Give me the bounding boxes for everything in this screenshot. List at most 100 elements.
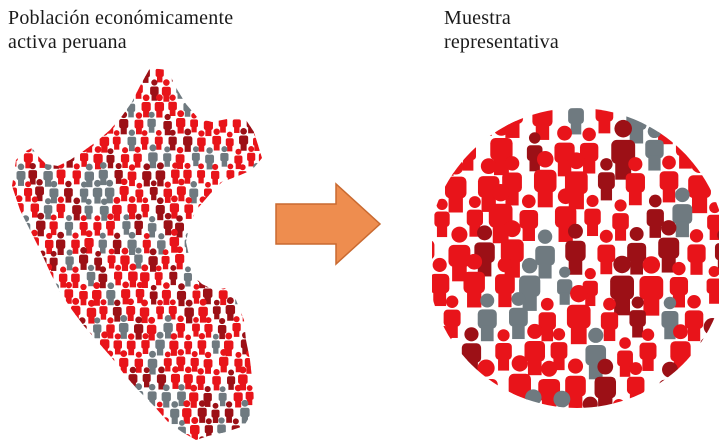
person-icon bbox=[157, 233, 166, 255]
person-icon bbox=[197, 333, 207, 355]
person-icon bbox=[169, 333, 179, 356]
person-icon bbox=[240, 97, 250, 119]
person-icon bbox=[121, 281, 131, 305]
person-icon bbox=[16, 401, 26, 426]
person-icon bbox=[30, 402, 39, 425]
person-icon bbox=[56, 68, 65, 84]
person-icon bbox=[141, 68, 150, 83]
person-icon bbox=[211, 402, 220, 423]
person-icon bbox=[225, 232, 236, 256]
person-icon bbox=[254, 232, 262, 255]
person-icon bbox=[163, 351, 172, 372]
person-icon bbox=[443, 295, 461, 338]
person-icon bbox=[99, 198, 109, 221]
person-icon bbox=[206, 249, 215, 271]
person-icon bbox=[120, 247, 130, 271]
person-icon bbox=[84, 230, 94, 254]
person-icon bbox=[59, 97, 67, 117]
person-icon bbox=[72, 400, 81, 423]
person-icon bbox=[629, 296, 646, 338]
person-icon bbox=[219, 247, 229, 272]
person-icon bbox=[259, 247, 262, 270]
person-icon bbox=[448, 226, 471, 282]
person-icon bbox=[184, 232, 193, 253]
person-icon bbox=[232, 112, 241, 133]
person-icon bbox=[218, 79, 228, 102]
person-icon bbox=[49, 250, 58, 271]
person-icon bbox=[175, 215, 184, 238]
person-icon bbox=[247, 146, 256, 167]
population-caption: Población económicamente activa peruana bbox=[8, 6, 328, 54]
person-icon bbox=[140, 402, 150, 425]
person-icon bbox=[141, 433, 149, 440]
person-icon bbox=[79, 283, 88, 306]
person-icon bbox=[21, 280, 31, 304]
person-icon bbox=[450, 108, 470, 138]
person-icon bbox=[126, 401, 135, 422]
person-icon bbox=[246, 418, 256, 440]
person-icon bbox=[198, 298, 208, 323]
person-icon bbox=[30, 196, 40, 218]
person-icon bbox=[169, 228, 180, 253]
person-icon bbox=[597, 229, 616, 275]
person-icon bbox=[198, 196, 208, 219]
person-icon bbox=[654, 108, 677, 145]
person-icon bbox=[21, 215, 31, 239]
person-icon bbox=[79, 246, 89, 270]
person-icon bbox=[147, 350, 158, 375]
person-icon bbox=[189, 181, 199, 204]
person-icon bbox=[212, 128, 222, 151]
person-icon bbox=[36, 212, 46, 237]
person-icon bbox=[16, 297, 26, 322]
person-icon bbox=[31, 435, 38, 440]
person-icon bbox=[16, 96, 25, 118]
person-icon bbox=[63, 350, 73, 373]
person-icon bbox=[191, 214, 201, 236]
person-icon bbox=[23, 350, 32, 371]
person-icon bbox=[211, 68, 220, 83]
person-icon bbox=[78, 419, 88, 440]
person-icon bbox=[58, 266, 68, 288]
person-icon bbox=[192, 283, 201, 304]
person-icon bbox=[639, 328, 657, 371]
person-icon bbox=[161, 384, 171, 408]
person-icon bbox=[687, 229, 706, 275]
person-icon bbox=[2, 367, 11, 389]
person-icon bbox=[16, 265, 26, 288]
person-icon bbox=[118, 315, 129, 339]
person-icon bbox=[85, 367, 95, 390]
person-icon bbox=[155, 68, 164, 83]
person-icon bbox=[43, 198, 53, 220]
person-icon bbox=[72, 335, 80, 356]
person-icon bbox=[35, 179, 44, 202]
person-icon bbox=[659, 155, 679, 203]
person-icon bbox=[233, 384, 243, 408]
person-icon bbox=[199, 436, 205, 440]
person-icon bbox=[139, 299, 150, 324]
person-icon bbox=[252, 94, 262, 117]
person-icon bbox=[22, 316, 31, 337]
person-icon bbox=[183, 266, 192, 287]
person-icon bbox=[126, 298, 136, 321]
person-icon bbox=[150, 79, 159, 101]
person-icon bbox=[177, 420, 186, 440]
person-icon bbox=[246, 111, 256, 134]
person-icon bbox=[595, 108, 614, 134]
person-icon bbox=[51, 283, 61, 306]
person-icon bbox=[239, 229, 250, 254]
sample-caption: Muestra representativa bbox=[444, 6, 644, 54]
person-icon bbox=[93, 146, 103, 170]
person-icon bbox=[119, 178, 129, 202]
person-icon bbox=[106, 282, 116, 306]
person-icon bbox=[12, 111, 17, 136]
arrow-shape bbox=[275, 182, 382, 266]
person-icon bbox=[190, 112, 198, 133]
person-icon bbox=[155, 331, 165, 356]
person-icon bbox=[112, 130, 121, 150]
person-icon bbox=[466, 404, 478, 408]
person-icon bbox=[42, 300, 52, 321]
person-icon bbox=[176, 283, 187, 307]
person-icon bbox=[71, 266, 80, 289]
person-icon bbox=[217, 213, 227, 236]
person-icon bbox=[86, 400, 96, 424]
